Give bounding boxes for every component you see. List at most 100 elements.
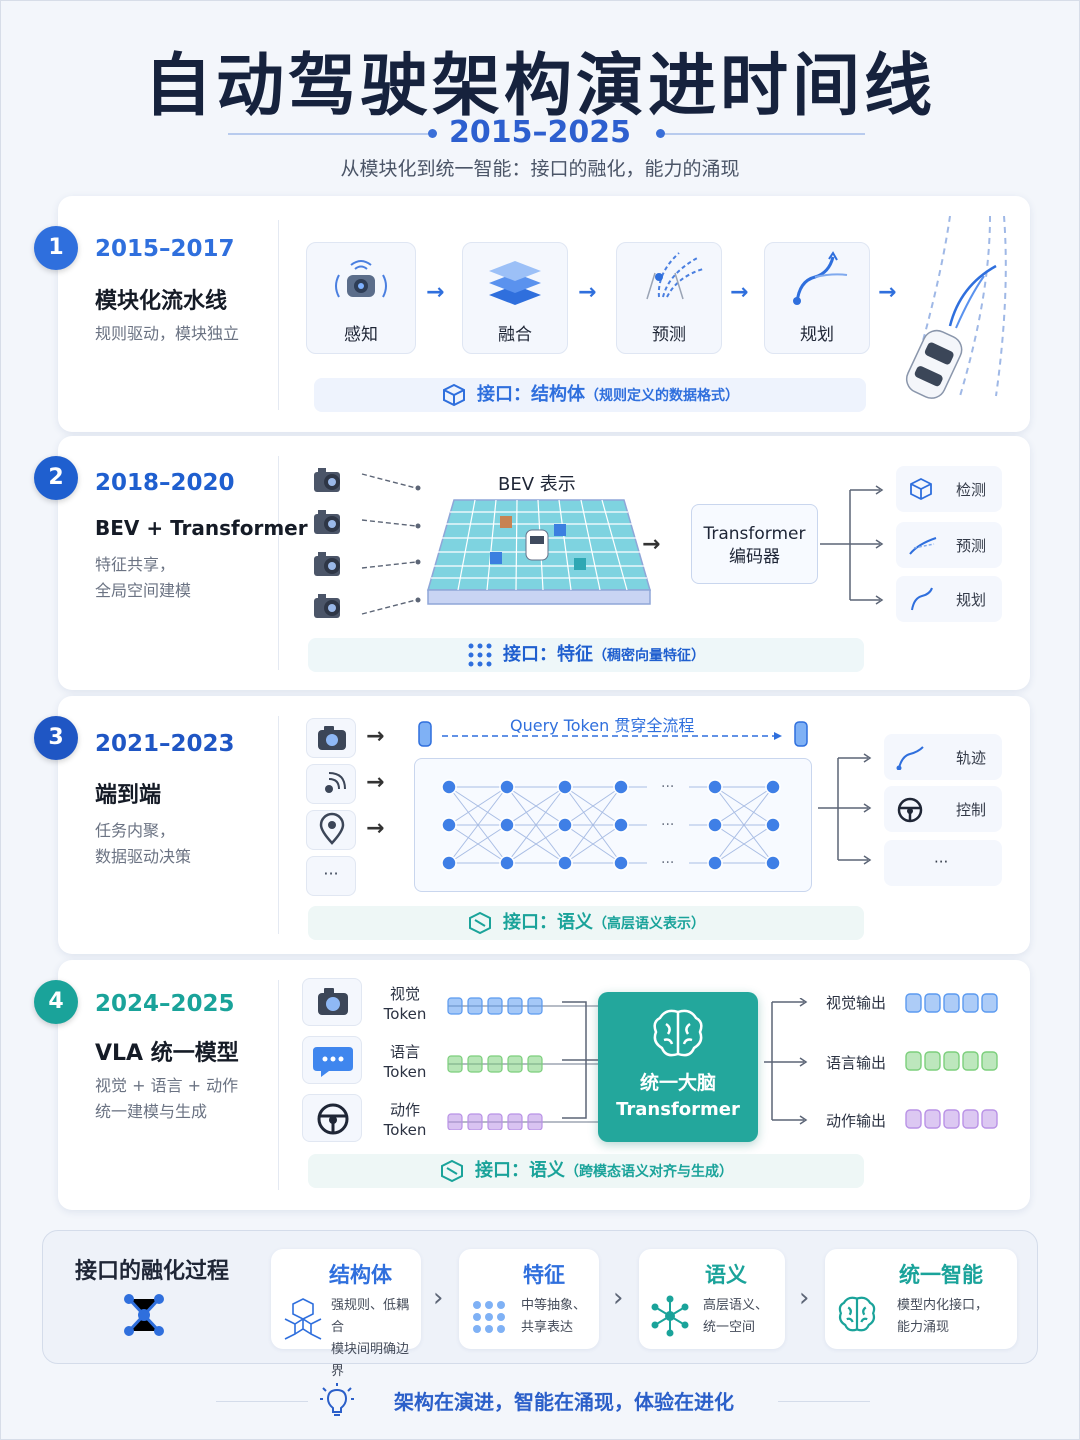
era-years: 2024–2025 [95, 991, 235, 1017]
token-input-action [302, 1094, 362, 1142]
input-more: ··· [306, 856, 356, 896]
arrow-right-icon: → [642, 532, 661, 557]
network-node [499, 779, 515, 795]
era-card-3: ··· → → → Query Token 贯穿全流程 ········· 轨迹… [58, 696, 1030, 954]
era-desc-line: 数据驱动决策 [95, 847, 192, 866]
network-node [441, 855, 457, 871]
output-token [943, 993, 960, 1013]
semantic-network-icon [651, 1295, 689, 1337]
car-road-icon [905, 216, 1007, 399]
era-badge-1: 1 [34, 226, 78, 270]
interface-note: （跨模态语义对齐与生成） [565, 1164, 733, 1180]
input-token [447, 1113, 463, 1130]
era-desc-line: 任务内聚， [95, 821, 176, 840]
input-token [447, 997, 463, 1015]
era-name: 端到端 [95, 783, 162, 808]
input-token [507, 1113, 523, 1130]
stage-label: 预测 [652, 325, 686, 345]
arrow-right-icon: → [366, 770, 385, 795]
output-label-vision: 视觉输出 [826, 994, 887, 1012]
output-token [924, 1109, 941, 1129]
era-desc-line: 统一建模与生成 [95, 1102, 208, 1121]
stage-label: 融合 [498, 325, 532, 345]
unified-brain-transformer: 统一大脑 Transformer [598, 992, 758, 1142]
output-label: ··· [934, 853, 949, 871]
token-suffix: Token [383, 1063, 427, 1081]
branch-connector [764, 998, 808, 1125]
interface-label: 接口：结构体 [477, 384, 585, 405]
output-planning: 规划 [896, 576, 1002, 622]
fusion-step-desc-line: 模块间明确边界 [331, 1342, 410, 1379]
interface-label: 接口：语义 [503, 912, 593, 933]
output-token [943, 1109, 960, 1129]
output-token [905, 993, 922, 1013]
era-name: 模块化流水线 [95, 289, 228, 314]
era-divider [278, 716, 279, 934]
cubes-icon [284, 1298, 322, 1340]
output-more: ··· [884, 840, 1002, 886]
fusion-step-unified: 统一智能 模型内化接口，能力涌现 [825, 1249, 1017, 1349]
brain-icon [838, 1296, 876, 1332]
semantic-cube-icon [441, 1159, 463, 1183]
arrow-right-icon: → [578, 280, 597, 305]
dashed-arrow [361, 519, 421, 529]
fusion-step-desc: 强规则、低耦合模块间明确边界 [331, 1295, 421, 1383]
chevron-right-icon: › [799, 1283, 810, 1313]
era-badge-2: 2 [34, 456, 78, 500]
output-token [962, 993, 979, 1013]
era-desc-line: 特征共享， [95, 555, 176, 574]
merge-connector [562, 1001, 598, 1119]
network-node [441, 817, 457, 833]
dot-grid-icon [473, 1301, 505, 1333]
camera-icon [314, 510, 340, 534]
era-name: BEV + Transformer [95, 516, 308, 540]
steering-wheel-icon [897, 797, 923, 823]
input-token [487, 1055, 503, 1073]
output-token [981, 1109, 998, 1129]
interface-bar-1: 接口：结构体（规则定义的数据格式） [314, 378, 866, 412]
footer-slogan: 架构在演进，智能在涌现，体验在进化 [394, 1390, 734, 1414]
input-token [467, 1055, 483, 1073]
camera-icon [314, 594, 340, 618]
output-token [924, 1051, 941, 1071]
arrow-right-icon: → [366, 816, 385, 841]
layers-icon [489, 261, 541, 305]
stage-fusion: 融合 [462, 242, 568, 354]
bev-grid-icon [427, 499, 651, 605]
svg-text:···: ··· [661, 817, 674, 833]
lightbulb-icon [320, 1383, 354, 1416]
network-node [707, 779, 723, 795]
camera-icon [318, 988, 348, 1015]
years-dot-right [656, 129, 665, 138]
input-token [487, 997, 503, 1015]
interface-fusion-panel: 接口的融化过程 结构体 强规则、低耦合模块间明确边界 › 特征 中等抽象、共享表… [42, 1230, 1038, 1379]
era-desc-line: 全局空间建模 [95, 581, 192, 600]
page-subtitle: 从模块化到统一智能：接口的融化，能力的涌现 [340, 158, 740, 180]
era-card-2: BEV 表示 → Transformer 编码器 检测 预测 [58, 436, 1030, 690]
output-token [962, 1109, 979, 1129]
trajectory-icon [896, 746, 924, 770]
camera-icon [314, 468, 340, 492]
arrow-right-icon: → [730, 280, 749, 305]
output-token [962, 1051, 979, 1071]
era-desc: 视觉 + 语言 + 动作 统一建模与生成 [95, 1073, 285, 1125]
fusion-step-desc-line: 共享表达 [521, 1320, 574, 1335]
network-node [613, 779, 629, 795]
input-token [447, 1055, 463, 1073]
fusion-step-desc-line: 中等抽象、 [521, 1298, 587, 1313]
interface-label: 接口：语义 [475, 1160, 565, 1181]
footer-line-right [778, 1401, 870, 1402]
output-label-language: 语言输出 [826, 1054, 887, 1072]
input-location [306, 810, 356, 850]
prediction-paths-icon [646, 252, 704, 300]
fusion-step-desc: 高层语义、统一空间 [703, 1295, 768, 1339]
era-divider [278, 220, 279, 410]
interface-bar-4: 接口：语义（跨模态语义对齐与生成） [308, 1154, 864, 1188]
era-divider [278, 980, 279, 1190]
input-token [527, 1055, 543, 1073]
interface-bar-3: 接口：语义（高层语义表示） [308, 906, 864, 940]
input-radar [306, 764, 356, 804]
era-years: 2018–2020 [95, 470, 235, 496]
